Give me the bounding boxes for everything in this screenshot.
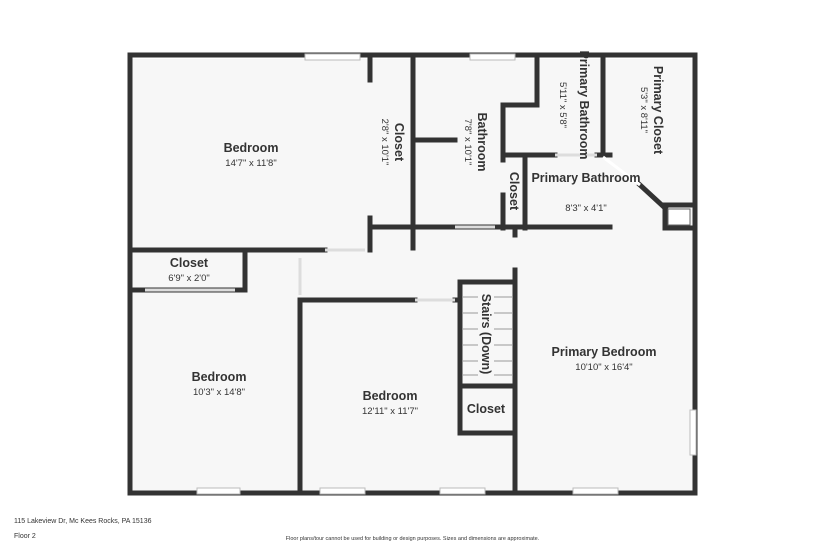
room-dims: 10'3" x 14'8" — [193, 387, 245, 398]
room-name: Primary Bedroom — [552, 345, 657, 359]
doors — [145, 153, 641, 302]
address: 115 Lakeview Dr, Mc Kees Rocks, PA 15136 — [14, 518, 152, 525]
floor-label: Floor 2 — [14, 533, 36, 540]
room-dims: 5'3" x 8'11" — [638, 87, 649, 133]
room-name: Primary Bathroom — [577, 50, 591, 159]
room-dims: 8'3" x 4'1" — [565, 203, 607, 214]
room-dims: 7'8" x 10'1" — [462, 119, 473, 166]
room-name: Closet — [507, 172, 521, 211]
room-name: Closet — [170, 256, 209, 270]
room-name: Bedroom — [224, 141, 279, 155]
room-name: Closet — [467, 402, 506, 416]
room-name: Closet — [392, 123, 406, 162]
room-dims: 6'9" x 2'0" — [168, 273, 210, 284]
room-dims: 14'7" x 11'8" — [225, 158, 276, 169]
disclaimer: Floor plans/tour cannot be used for buil… — [285, 536, 540, 542]
room-name: Primary Closet — [651, 66, 665, 155]
room-dims: 2'8" x 10'1" — [379, 119, 390, 166]
room-dims: 12'11" x 11'7" — [362, 406, 418, 417]
chimney-hatch — [667, 208, 691, 226]
walls — [127, 52, 698, 496]
room-name: Bathroom — [475, 112, 489, 171]
room-dims: 10'10" x 16'4" — [575, 362, 632, 373]
room-name: Bedroom — [192, 370, 247, 384]
room-name: Bedroom — [363, 389, 418, 403]
room-name: Primary Bathroom — [531, 171, 640, 185]
windows — [196, 53, 697, 495]
room-dims: 5'11" x 5'8" — [557, 82, 568, 128]
room-name: Stairs (Down) — [479, 294, 493, 375]
